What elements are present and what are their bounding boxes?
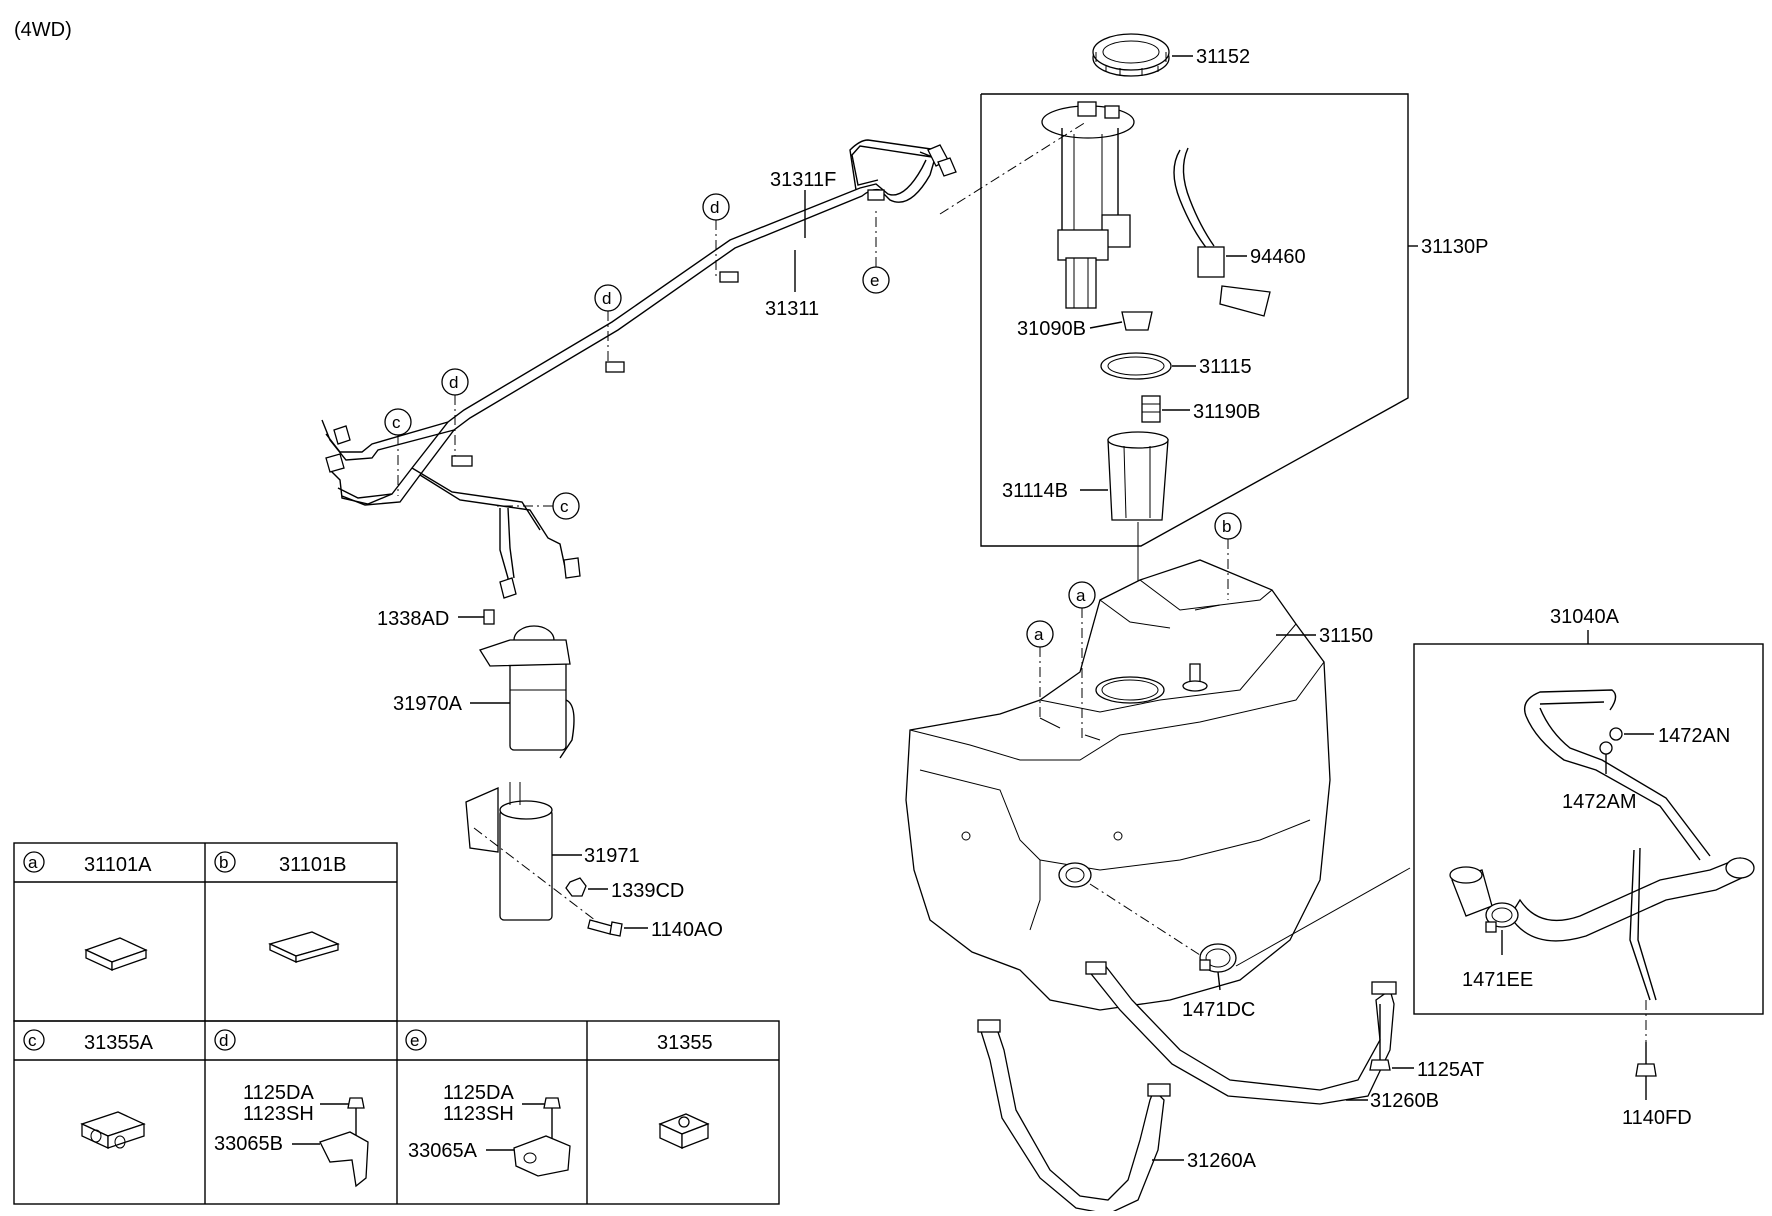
callout-d-3[interactable]: d bbox=[441, 368, 469, 456]
svg-text:b: b bbox=[219, 853, 228, 872]
callout-d-1[interactable]: d bbox=[702, 193, 730, 276]
label-31152: 31152 bbox=[1196, 46, 1250, 68]
legend-cell-31355[interactable]: 31355 bbox=[657, 1032, 713, 1150]
legend-table bbox=[13, 842, 780, 1205]
svg-text:a: a bbox=[28, 853, 38, 872]
legend-e-1123SH: 1123SH bbox=[443, 1103, 514, 1125]
svg-text:d: d bbox=[602, 289, 611, 308]
clamp-1472AN[interactable] bbox=[1609, 727, 1623, 741]
label-31311F: 31311F bbox=[770, 169, 836, 191]
fuel-pump-assembly[interactable] bbox=[1041, 101, 1135, 309]
lock-ring-31152[interactable] bbox=[1092, 33, 1170, 77]
legend-part-31355: 31355 bbox=[657, 1032, 713, 1054]
svg-text:d: d bbox=[710, 198, 719, 217]
fuel-filter-31970A[interactable] bbox=[479, 625, 575, 759]
bolt-1125AT[interactable] bbox=[1369, 1004, 1391, 1071]
strap-31260A[interactable] bbox=[977, 1019, 1171, 1215]
fuel-sender-94460[interactable] bbox=[1173, 147, 1271, 317]
legend-cell-b[interactable]: b 31101B bbox=[214, 851, 346, 964]
label-31090B: 31090B bbox=[1017, 318, 1086, 340]
svg-text:d: d bbox=[219, 1031, 228, 1050]
callout-b-1[interactable]: b bbox=[1214, 512, 1242, 600]
legend-e-1125DA: 1125DA bbox=[443, 1082, 514, 1104]
legend-d-1125DA: 1125DA bbox=[243, 1082, 314, 1104]
svg-text:b: b bbox=[1222, 517, 1231, 536]
filter-31114B[interactable] bbox=[1107, 431, 1169, 521]
svg-text:a: a bbox=[1076, 586, 1086, 605]
svg-text:e: e bbox=[870, 271, 879, 290]
label-31311: 31311 bbox=[765, 298, 819, 320]
label-31260A: 31260A bbox=[1187, 1150, 1257, 1172]
label-1472AM: 1472AM bbox=[1562, 791, 1637, 813]
label-31115: 31115 bbox=[1199, 356, 1252, 378]
clamp-1471DC[interactable] bbox=[1199, 943, 1237, 973]
legend-d-33065B: 33065B bbox=[214, 1133, 283, 1155]
label-1338AD: 1338AD bbox=[377, 608, 449, 630]
part-31190B[interactable] bbox=[1141, 395, 1161, 423]
label-1140FD: 1140FD bbox=[1622, 1107, 1692, 1129]
clamp-1472AM[interactable] bbox=[1599, 741, 1613, 755]
label-31040A: 31040A bbox=[1550, 606, 1620, 628]
nut-1339CD[interactable] bbox=[565, 877, 587, 897]
legend-e-33065A: 33065A bbox=[408, 1140, 478, 1162]
legend-cell-c[interactable]: c 31355A bbox=[23, 1029, 154, 1150]
label-1471DC: 1471DC bbox=[1182, 999, 1255, 1021]
svg-text:e: e bbox=[410, 1031, 419, 1050]
callout-d-2[interactable]: d bbox=[594, 284, 622, 362]
svg-text:d: d bbox=[449, 373, 458, 392]
svg-text:a: a bbox=[1034, 625, 1044, 644]
fuel-pipes-31311[interactable] bbox=[321, 139, 957, 599]
callout-c-1[interactable]: c bbox=[384, 408, 412, 496]
legend-part-31101A: 31101A bbox=[84, 854, 152, 876]
callout-a-2[interactable]: a bbox=[1068, 581, 1096, 738]
bolt-1338AD[interactable] bbox=[483, 609, 495, 625]
svg-text:c: c bbox=[392, 413, 401, 432]
label-94460: 94460 bbox=[1250, 246, 1306, 268]
label-31260B: 31260B bbox=[1370, 1090, 1439, 1112]
pump-module-box bbox=[980, 93, 1409, 547]
legend-part-31355A: 31355A bbox=[84, 1032, 154, 1054]
filler-neck-31040A[interactable] bbox=[1449, 689, 1755, 1001]
legend-cell-e[interactable]: e 1125DA 1123SH 33065A bbox=[405, 1029, 571, 1177]
label-1472AN: 1472AN bbox=[1658, 725, 1730, 747]
label-31130P: 31130P bbox=[1421, 236, 1488, 258]
label-1339CD: 1339CD bbox=[611, 880, 684, 902]
label-31971: 31971 bbox=[584, 845, 640, 867]
callout-a-1[interactable]: a bbox=[1026, 620, 1054, 718]
label-31190B: 31190B bbox=[1193, 401, 1260, 423]
legend-cell-d[interactable]: d 1125DA 1123SH 33065B bbox=[214, 1029, 369, 1188]
legend-part-31101B: 31101B bbox=[279, 854, 346, 876]
callout-c-2[interactable]: c bbox=[495, 492, 580, 520]
label-1140AO: 1140AO bbox=[651, 919, 723, 941]
callout-e-1[interactable]: e bbox=[862, 208, 890, 294]
label-31970A: 31970A bbox=[393, 693, 463, 715]
o-ring-31115[interactable] bbox=[1100, 352, 1172, 380]
fuel-tank-31150[interactable] bbox=[905, 559, 1331, 1011]
label-31150: 31150 bbox=[1319, 625, 1373, 647]
label-1471EE: 1471EE bbox=[1462, 969, 1533, 991]
label-31114B: 31114B bbox=[1002, 480, 1068, 502]
variant-label: (4WD) bbox=[14, 19, 72, 41]
svg-text:c: c bbox=[560, 497, 569, 516]
part-31090B[interactable] bbox=[1121, 311, 1153, 331]
label-1125AT: 1125AT bbox=[1417, 1059, 1484, 1081]
bolt-1140AO[interactable] bbox=[587, 919, 623, 937]
filler-neck-box bbox=[1413, 643, 1764, 1015]
legend-d-1123SH: 1123SH bbox=[243, 1103, 314, 1125]
legend-cell-a[interactable]: a 31101A bbox=[23, 851, 152, 972]
clamp-1471EE[interactable] bbox=[1485, 902, 1519, 933]
svg-text:c: c bbox=[28, 1031, 37, 1050]
bolt-1140FD[interactable] bbox=[1635, 1042, 1657, 1077]
filter-bracket-31971[interactable] bbox=[465, 782, 553, 921]
strap-31260B[interactable] bbox=[1085, 961, 1397, 1105]
